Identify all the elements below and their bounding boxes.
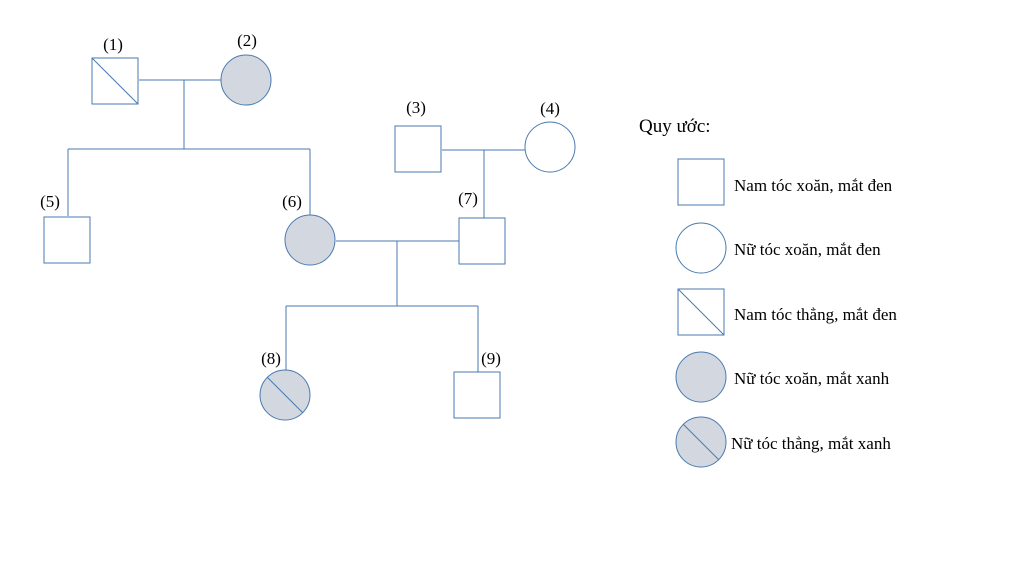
individual-5-symbol-shape bbox=[43, 216, 91, 264]
label-4: (4) bbox=[540, 99, 560, 118]
pedigree-lines bbox=[67, 79, 525, 372]
legend-symbol-1 bbox=[677, 158, 725, 206]
legend-symbol-1-shape bbox=[677, 158, 725, 206]
legend-symbol-3 bbox=[677, 288, 725, 336]
individual-4-symbol-shape bbox=[524, 121, 576, 173]
legend-symbol-4-shape bbox=[675, 351, 727, 403]
legend-symbol-4 bbox=[675, 351, 727, 403]
label-8: (8) bbox=[261, 349, 281, 368]
individual-1-symbol bbox=[91, 57, 139, 105]
label-5: (5) bbox=[40, 192, 60, 211]
individual-6-symbol bbox=[284, 214, 336, 266]
individual-3-symbol bbox=[394, 125, 442, 173]
individual-4-symbol bbox=[524, 121, 576, 173]
individual-9-symbol-shape bbox=[453, 371, 501, 419]
legend-label-female-curly-blue: Nữ tóc xoăn, mắt xanh bbox=[734, 369, 890, 388]
label-6: (6) bbox=[282, 192, 302, 211]
legend-symbol-5 bbox=[675, 416, 727, 468]
individual-1-symbol-diagonal bbox=[91, 57, 139, 105]
label-1: (1) bbox=[103, 35, 123, 54]
individual-8-symbol bbox=[259, 369, 311, 421]
individual-2-symbol bbox=[220, 54, 272, 106]
legend-symbol-2-shape bbox=[675, 222, 727, 274]
legend-symbol-5-diagonal bbox=[682, 423, 720, 461]
label-7: (7) bbox=[458, 189, 478, 208]
legend-label-male-straight-dark: Nam tóc thẳng, mắt đen bbox=[734, 305, 897, 324]
legend-symbol-3-diagonal bbox=[677, 288, 725, 336]
legend-title: Quy ước: bbox=[639, 116, 711, 137]
label-9: (9) bbox=[481, 349, 501, 368]
label-3: (3) bbox=[406, 98, 426, 117]
individual-9-symbol bbox=[453, 371, 501, 419]
label-2: (2) bbox=[237, 31, 257, 50]
individual-2-symbol-shape bbox=[220, 54, 272, 106]
legend-symbol-2 bbox=[675, 222, 727, 274]
legend-label-female-curly-dark: Nữ tóc xoăn, mắt đen bbox=[734, 240, 881, 259]
individual-6-symbol-shape bbox=[284, 214, 336, 266]
individual-7-symbol-shape bbox=[458, 217, 506, 265]
legend: Quy ước: Nam tóc xoăn, mắt đen Nữ tóc xo… bbox=[639, 116, 897, 468]
legend-label-female-straight-blue: Nữ tóc thẳng, mắt xanh bbox=[731, 434, 891, 453]
legend-label-male-curly-dark: Nam tóc xoăn, mắt đen bbox=[734, 176, 893, 195]
individual-8-symbol-diagonal bbox=[266, 376, 304, 414]
legend-symbols bbox=[675, 158, 727, 468]
individual-3-symbol-shape bbox=[394, 125, 442, 173]
individual-7-symbol bbox=[458, 217, 506, 265]
pedigree-symbols bbox=[43, 54, 576, 421]
individual-5-symbol bbox=[43, 216, 91, 264]
